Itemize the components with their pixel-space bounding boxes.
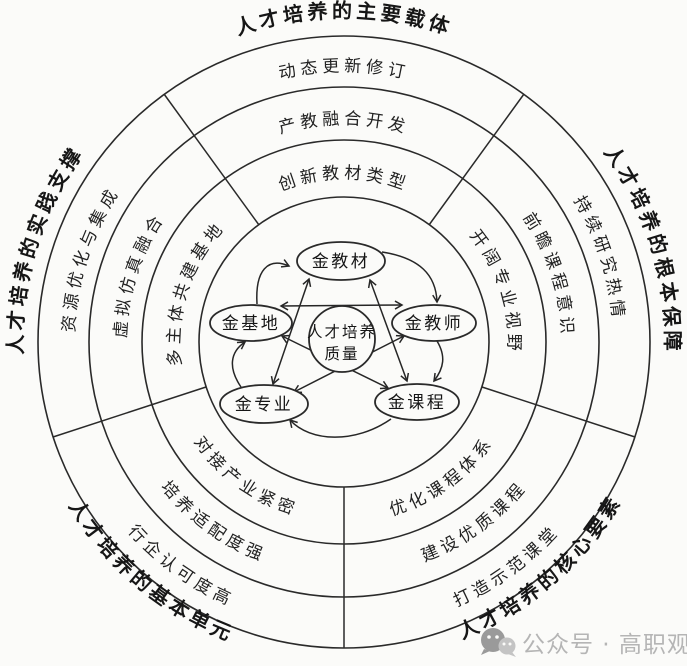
sector-divider-342	[481, 386, 636, 438]
node-jin-jiaoshi-label: 金教师	[405, 314, 464, 334]
node-jin-jidi: 金基地	[209, 304, 293, 342]
node-jin-kecheng-label: 金课程	[388, 393, 447, 413]
node-jin-jiaocai-label: 金教材	[312, 252, 371, 272]
cycle-arrow-jidi-to-jiaocai	[256, 259, 291, 305]
center-node-label-line2: 质量	[324, 345, 359, 363]
cycle-arrow-jiaocai-to-jiaoshi	[381, 251, 442, 304]
center-node-label-line1: 人才培养	[307, 323, 377, 341]
node-jin-jidi-label: 金基地	[222, 314, 281, 334]
cycle-arrow-kecheng-to-zhuanye	[288, 418, 392, 438]
center-node: 人才培养 质量	[307, 305, 377, 373]
node-jin-jiaoshi: 金教师	[391, 304, 477, 342]
node-jin-zhuanye: 金专业	[219, 384, 309, 424]
sector-divider-126	[163, 93, 260, 226]
node-jin-jiaocai: 金教材	[296, 241, 386, 281]
node-jin-kecheng: 金课程	[374, 383, 460, 421]
node-jin-zhuanye-label: 金专业	[235, 395, 294, 415]
pentagram-arrow-jiaocai-zhuanye	[270, 277, 312, 386]
cycle-arrow-zhuanye-to-jidi	[231, 341, 247, 388]
wechat-icon	[481, 628, 516, 657]
sector-divider-198	[52, 386, 207, 438]
watermark: 公众号 · 高职观察	[481, 628, 687, 658]
watermark-text: 公众号 · 高职观察	[522, 632, 687, 658]
sector-divider-54	[428, 93, 525, 226]
cycle-arrow-jiaoshi-to-kecheng	[433, 340, 444, 383]
